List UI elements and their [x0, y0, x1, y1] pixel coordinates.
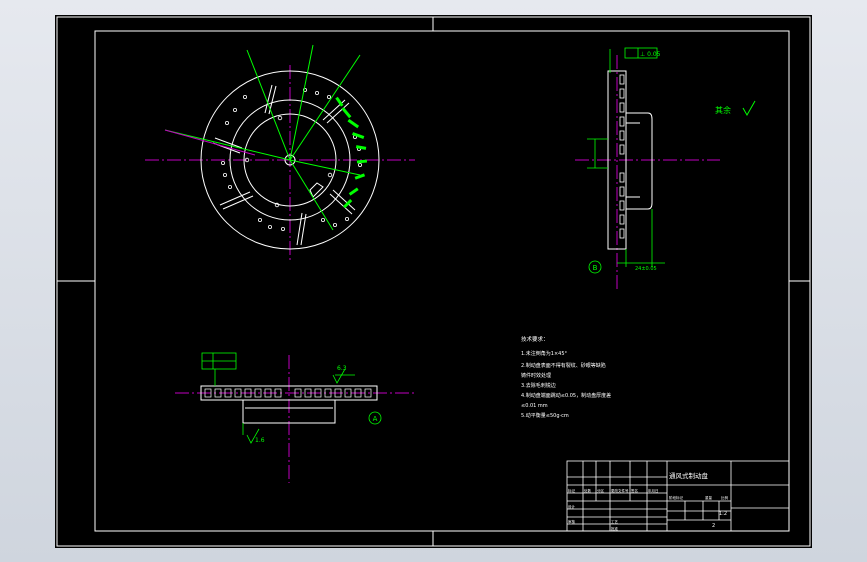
section-view[interactable]: A 6.3 1.6 — [175, 352, 415, 483]
tb-scale-label: 比例 — [721, 495, 729, 500]
tech-line-6: ≤0.01 mm — [521, 403, 548, 409]
tb-row-date: 年月日 — [648, 488, 659, 493]
section-dimensions — [201, 352, 382, 444]
outer-border — [56, 16, 811, 547]
green-hatch — [335, 96, 368, 209]
green-leaders — [164, 44, 361, 231]
roughness-note: 其余 — [715, 105, 731, 115]
tb-row-change: 更改文件号 — [611, 488, 629, 493]
tb-row-sign: 签名 — [631, 488, 638, 493]
drawing-title: 通风式制动盘 — [669, 471, 709, 480]
tb-sheet-no: 2 — [712, 523, 715, 529]
tb-row-mark: 标记 — [568, 488, 576, 493]
side-view[interactable]: B ⊥ 0.05 24±0.05 其余 — [575, 47, 756, 290]
tb-process: 工艺 — [611, 519, 619, 524]
title-block[interactable] — [566, 460, 790, 532]
tech-line-2: 2.制动盘表面不得有裂纹、砂眼等缺陷 — [521, 362, 606, 369]
tb-scale: 1:2 — [719, 511, 727, 517]
cut-notch — [309, 182, 324, 198]
leader-left — [164, 129, 256, 156]
tb-review: 审核 — [568, 519, 576, 524]
side-vents — [619, 74, 625, 239]
tb-weight: 重量 — [705, 495, 713, 500]
datum-b-label: B — [593, 264, 598, 272]
tech-line-4: 3.去除毛刺锐边 — [521, 382, 556, 389]
side-disc-body — [607, 70, 627, 250]
tb-stage: 阶段标记 — [669, 495, 683, 500]
tb-row-zone: 分区 — [597, 488, 605, 493]
tb-design: 设计 — [568, 504, 576, 509]
tech-line-1: 1.未注倒角为1×45° — [521, 350, 568, 357]
section-vents — [204, 388, 372, 398]
tb-row-count: 处数 — [584, 488, 592, 493]
center-hole — [284, 154, 296, 166]
tech-line-5: 4.制动盘端面跳动≤0.05，制动盘厚度差 — [521, 392, 611, 399]
tb-approve: 批准 — [611, 526, 619, 531]
tech-heading: 技术要求： — [521, 335, 549, 343]
roughness-symbol — [742, 100, 756, 117]
datum-a-label: A — [373, 415, 378, 423]
drawing-sheet[interactable]: B ⊥ 0.05 24±0.05 其余 — [55, 15, 812, 548]
inner-border — [94, 30, 790, 532]
hub-circle — [243, 113, 337, 207]
section-disc — [200, 385, 378, 401]
roughness-top: 6.3 — [337, 365, 347, 372]
side-tolerance-frame: ⊥ 0.05 — [640, 51, 661, 58]
side-dim-text: 24±0.05 — [635, 266, 657, 272]
tech-line-3: 铸件时效处理 — [521, 372, 551, 379]
tech-requirements: 技术要求： 1.未注倒角为1×45° 2.制动盘表面不得有裂纹、砂眼等缺陷 铸件… — [521, 335, 611, 419]
section-hub — [242, 400, 336, 424]
roughness-bottom: 1.6 — [255, 437, 265, 444]
tech-line-7: 5.动平衡量≤50g·cm — [521, 412, 569, 419]
vent-slots — [212, 84, 356, 246]
side-dimensions — [587, 47, 665, 274]
disc-outer-circle — [200, 70, 380, 250]
front-view[interactable] — [145, 44, 415, 260]
side-hub — [626, 112, 653, 210]
drill-holes — [220, 88, 362, 231]
disc-ring-circle — [229, 99, 351, 221]
